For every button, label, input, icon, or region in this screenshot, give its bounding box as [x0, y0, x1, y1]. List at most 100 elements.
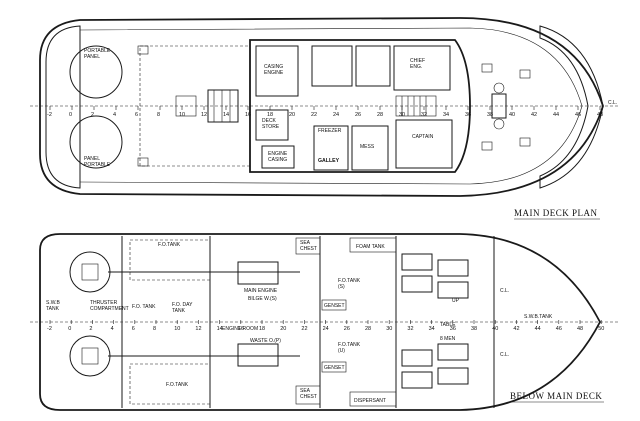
- below-deck-frame-14: 26: [344, 326, 350, 332]
- main-deck-frame-4: 6: [135, 112, 138, 118]
- below-deck-frame-2: 2: [89, 326, 92, 332]
- fo-tank-s-label: F.O.TANK(S): [338, 278, 361, 290]
- below-deck-frame-13: 24: [323, 326, 329, 332]
- below-deck-hull-outline: [39, 233, 602, 411]
- genset-top: [321, 299, 347, 311]
- sea-chest-top: [295, 237, 321, 255]
- fo-tank-bottom-label: F.O.TANK: [166, 382, 189, 388]
- dispersant-label: DISPERSANT: [354, 398, 386, 404]
- main-deck-frame-6: 10: [179, 112, 185, 118]
- main-deck-frame-10: 18: [267, 112, 273, 118]
- fo-tank-top: [129, 239, 211, 281]
- engine-room-label: ENGINE ROOM: [222, 326, 258, 332]
- main-deck-frame-0: -2: [47, 112, 52, 118]
- below-deck-frame-19: 36: [450, 326, 456, 332]
- genset-bottom: [321, 361, 347, 373]
- bilge-label: BILGE W.(S): [248, 296, 277, 302]
- below-deck-frame-25: 48: [577, 326, 583, 332]
- engine-casing-room: [261, 145, 295, 169]
- crew-bunks: [401, 253, 469, 389]
- below-deck-frame-15: 28: [365, 326, 371, 332]
- portable-panel-bottom: [69, 115, 123, 169]
- below-deck-frame-0: -2: [47, 326, 52, 332]
- below-deck-frame-26: 50: [598, 326, 604, 332]
- main-deck-hull-outline: [39, 17, 604, 197]
- wc-room: [311, 45, 353, 87]
- main-deck-plan-title: MAIN DECK PLAN: [514, 208, 598, 218]
- aft-fender: [45, 25, 81, 189]
- main-deck-frame-25: 48: [597, 112, 603, 118]
- casing-engine-room: [255, 45, 299, 97]
- below-main-deck-title: BELOW MAIN DECK: [510, 391, 602, 401]
- towing-winch: [175, 89, 239, 123]
- eight-men-label: 8 MEN: [440, 336, 456, 342]
- up-label: UP: [452, 298, 460, 304]
- main-deck-frame-12: 22: [311, 112, 317, 118]
- portable-panel-top: [69, 45, 123, 99]
- dispersant-tank: [349, 391, 397, 407]
- fo-tank-mid-label: F.O. TANK: [132, 304, 156, 310]
- bow-fender: [539, 25, 604, 189]
- main-deck-frame-14: 26: [355, 112, 361, 118]
- below-deck-frame-22: 42: [513, 326, 519, 332]
- below-deck-frame-10: 18: [259, 326, 265, 332]
- main-deck-frame-15: 28: [377, 112, 383, 118]
- main-deck-frame-16: 30: [399, 112, 405, 118]
- anchor-windlass: [491, 82, 507, 130]
- fo-tank-bottom: [129, 363, 211, 405]
- below-deck-frame-16: 30: [386, 326, 392, 332]
- stairway-main: [395, 95, 437, 117]
- below-deck-frame-7: 12: [195, 326, 201, 332]
- deckhouse-outline: [249, 39, 471, 173]
- swb-tank-fwd-label: S.W.B.TANK: [524, 314, 553, 320]
- shower-room: [355, 45, 391, 87]
- fo-tank-p-label: F.O.TANK(U): [338, 342, 361, 354]
- main-deck-frame-17: 32: [421, 112, 427, 118]
- below-deck-frame-21: 40: [492, 326, 498, 332]
- main-deck-cl-label: C.L.: [608, 100, 617, 106]
- main-engine-label: MAIN ENGINE: [244, 288, 278, 294]
- captain-label: CAPTAIN: [412, 134, 434, 140]
- main-deck-frame-1: 0: [69, 112, 72, 118]
- main-deck-frame-23: 44: [553, 112, 559, 118]
- fo-tank-top-label: F.O.TANK: [158, 242, 181, 248]
- waste-oil-label: WASTE O.(P): [250, 338, 281, 344]
- bollards-main-deck: [137, 45, 531, 167]
- genset-top-label: GENSET: [324, 303, 345, 309]
- foam-tank: [349, 237, 397, 253]
- cl-top-label: C.L.: [500, 288, 509, 294]
- thruster-top: [69, 251, 111, 293]
- mess-room: [351, 125, 389, 171]
- main-deck-frame-11: 20: [289, 112, 295, 118]
- galley-label: GALLEY: [318, 158, 340, 164]
- below-deck-frame-18: 34: [429, 326, 435, 332]
- genset-bottom-label: GENSET: [324, 365, 345, 371]
- main-engine-bottom: [237, 343, 279, 367]
- below-deck-frame-24: 46: [556, 326, 562, 332]
- below-deck-frame-17: 32: [407, 326, 413, 332]
- main-deck-frame-3: 4: [113, 112, 116, 118]
- below-deck-frame-1: 0: [68, 326, 71, 332]
- below-deck-frame-3: 4: [111, 326, 114, 332]
- captain-cabin: [395, 119, 453, 169]
- main-deck-frame-2: 2: [91, 112, 94, 118]
- main-deck-frame-22: 42: [531, 112, 537, 118]
- cl-bottom-label: C.L.: [500, 352, 509, 358]
- below-deck-frame-12: 22: [301, 326, 307, 332]
- galley-room: [313, 125, 349, 171]
- main-engine-top: [237, 261, 279, 285]
- below-deck-frame-8: 14: [217, 326, 223, 332]
